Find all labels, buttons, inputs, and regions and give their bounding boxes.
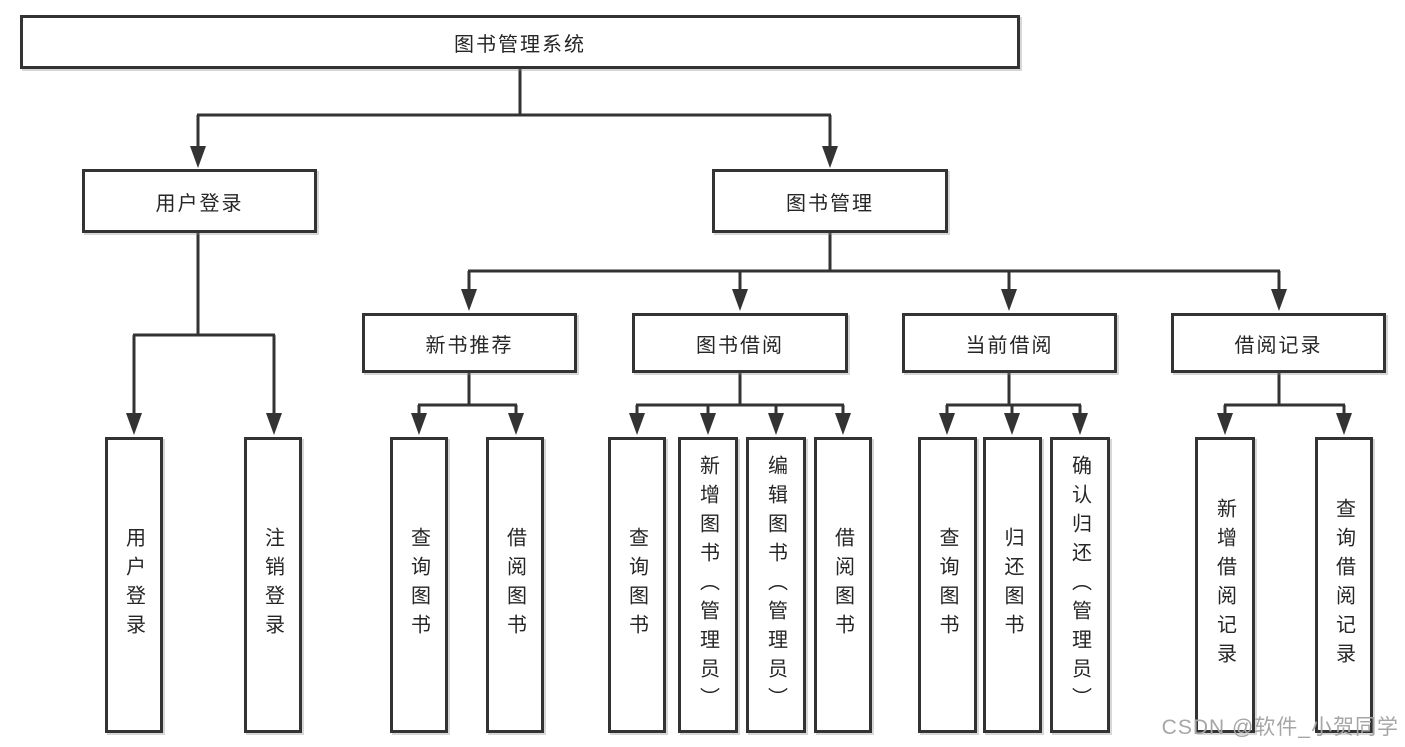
leaf-add-book-admin-label: 新增图书（管理员） <box>696 454 719 716</box>
node-borrowing-records-label: 借阅记录 <box>1234 334 1323 357</box>
leaf-query-books-current-label: 查询图书 <box>936 527 958 643</box>
leaf-confirm-return-admin: 确认归还（管理员） <box>1050 437 1110 733</box>
leaf-logout-label: 注销登录 <box>261 527 284 643</box>
leaf-borrow-books-recommend-label: 借阅图书 <box>503 527 526 643</box>
node-new-book-recommendation-label: 新书推荐 <box>425 334 514 357</box>
leaf-user-login-label: 用户登录 <box>122 527 145 643</box>
leaf-query-books-borrow: 查询图书 <box>608 437 666 733</box>
node-book-borrowing-label: 图书借阅 <box>696 334 784 357</box>
leaf-query-borrow-record-label: 查询借阅记录 <box>1332 498 1355 672</box>
leaf-logout: 注销登录 <box>244 437 302 733</box>
node-borrowing-records: 借阅记录 <box>1171 313 1386 373</box>
leaf-borrow-books: 借阅图书 <box>814 437 872 733</box>
node-current-borrowing-label: 当前借阅 <box>965 334 1054 357</box>
leaf-borrow-books-label: 借阅图书 <box>831 527 854 643</box>
node-root-label: 图书管理系统 <box>454 33 586 56</box>
node-current-borrowing: 当前借阅 <box>902 313 1117 373</box>
node-user-login: 用户登录 <box>82 169 317 233</box>
csdn-watermark: CSDN @软件_小贺同学 <box>1161 716 1399 739</box>
leaf-return-books: 归还图书 <box>983 437 1042 733</box>
leaf-query-books-recommend: 查询图书 <box>390 437 448 733</box>
leaf-add-borrow-record: 新增借阅记录 <box>1195 437 1255 733</box>
node-book-management-label: 图书管理 <box>786 192 874 215</box>
leaf-edit-book-admin-label: 编辑图书（管理员） <box>764 454 787 716</box>
leaf-confirm-return-admin-label: 确认归还（管理员） <box>1068 454 1091 716</box>
leaf-user-login: 用户登录 <box>105 437 163 733</box>
node-root: 图书管理系统 <box>20 15 1020 69</box>
node-book-management: 图书管理 <box>712 169 948 233</box>
arrowhead-icons <box>126 146 1352 435</box>
leaf-add-borrow-record-label: 新增借阅记录 <box>1213 498 1236 672</box>
node-user-login-label: 用户登录 <box>155 192 244 215</box>
leaf-query-borrow-record: 查询借阅记录 <box>1315 437 1373 733</box>
leaf-return-books-label: 归还图书 <box>1001 527 1023 643</box>
node-book-borrowing: 图书借阅 <box>632 313 848 373</box>
leaf-add-book-admin: 新增图书（管理员） <box>678 437 738 733</box>
leaf-query-books-recommend-label: 查询图书 <box>407 527 430 643</box>
leaf-query-books-current: 查询图书 <box>918 437 977 733</box>
leaf-query-books-borrow-label: 查询图书 <box>625 527 648 643</box>
node-new-book-recommendation: 新书推荐 <box>362 313 577 373</box>
leaf-edit-book-admin: 编辑图书（管理员） <box>746 437 806 733</box>
leaf-borrow-books-recommend: 借阅图书 <box>486 437 544 733</box>
